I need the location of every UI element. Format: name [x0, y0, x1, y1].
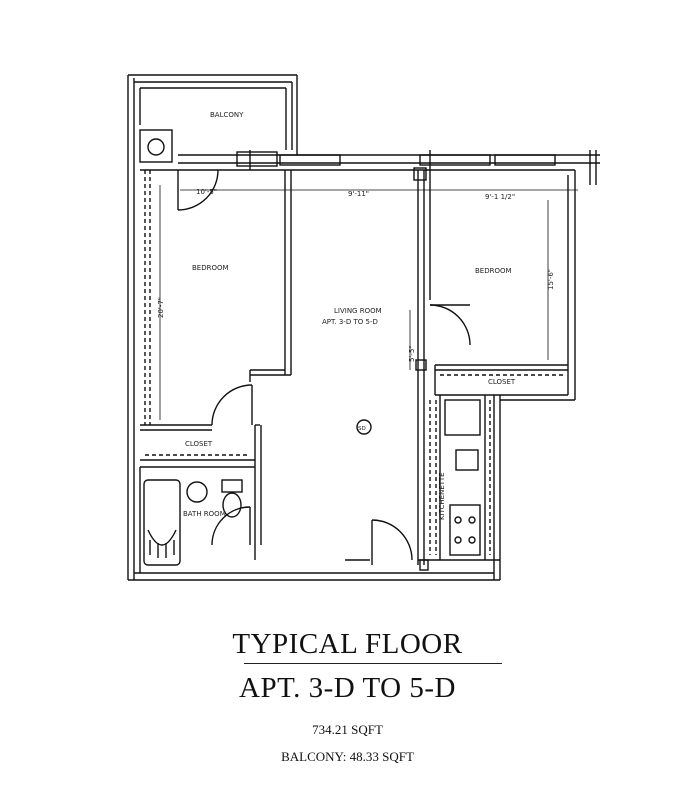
closet-left-label: CLOSET	[185, 440, 213, 448]
plan-title-line-2: APT. 3-D TO 5-D	[239, 672, 456, 704]
smoke-detector-symbol	[356, 419, 372, 435]
dim-bedroom-left-width: 10'-5"	[196, 188, 217, 196]
floor-plan-drawing: BALCONY BEDROOM BEDROOM LIVING ROOM APT.…	[127, 74, 600, 581]
closet-shelves	[144, 170, 565, 555]
closet-right-label: CLOSET	[488, 378, 516, 386]
windows	[236, 150, 556, 170]
bath-room-label: BATH ROOM	[183, 510, 226, 518]
dimension-lines	[159, 185, 578, 420]
bath-fixtures	[143, 479, 243, 566]
living-room-label: LIVING ROOM	[334, 307, 382, 315]
balcony-label: BALCONY	[210, 111, 244, 119]
living-room-apt-label: APT. 3-D TO 5-D	[322, 318, 378, 326]
dim-living-width: 9'-11"	[348, 190, 369, 198]
doors	[177, 169, 471, 565]
dim-living-opening: 5'-5"	[408, 345, 416, 362]
exterior-walls	[127, 74, 600, 581]
dim-bedroom-right-width: 9'-1 1/2"	[485, 193, 515, 201]
area-total: 734.21 SQFT	[312, 722, 383, 737]
smoke-detector-label: SD	[358, 426, 366, 432]
dim-bedroom-left-length: 20'-7"	[157, 297, 165, 318]
interior-walls	[139, 170, 568, 573]
plan-title-line-1: TYPICAL FLOOR	[232, 628, 463, 660]
kitchen-fixtures	[444, 399, 481, 556]
kitchenette-label: KITCHENETTE	[438, 472, 446, 520]
title-divider	[244, 663, 502, 664]
dim-bedroom-right-length: 15'-6"	[547, 269, 555, 290]
bedroom-left-label: BEDROOM	[192, 264, 229, 272]
area-balcony: BALCONY: 48.33 SQFT	[281, 749, 414, 764]
bedroom-right-label: BEDROOM	[475, 267, 512, 275]
